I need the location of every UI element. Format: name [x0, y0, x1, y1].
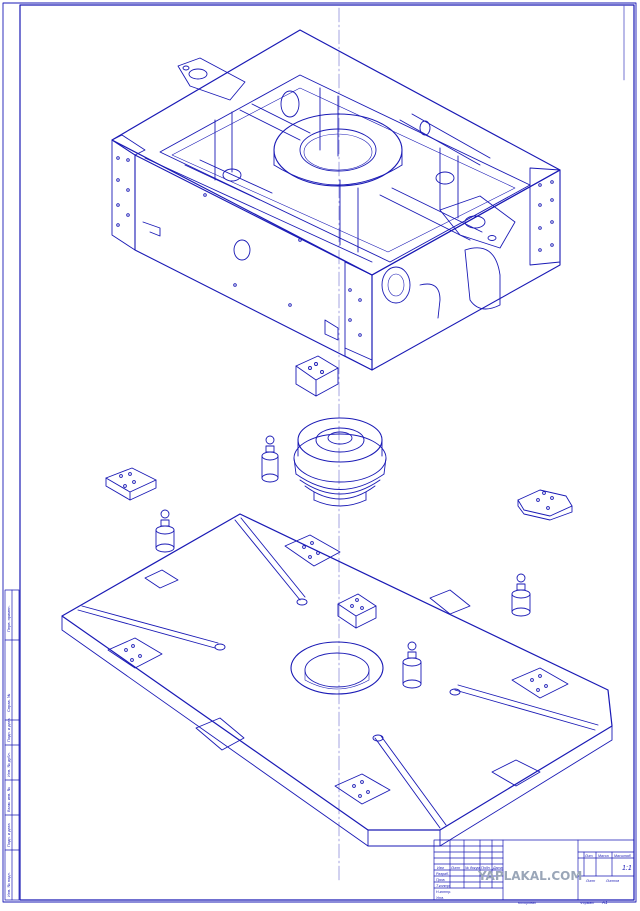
- header-label-date: Дата: [492, 866, 502, 870]
- side-label-5: Взам. инв. №: [6, 787, 11, 812]
- scale-value: 1:1: [622, 865, 632, 872]
- mass-label: Масса: [598, 854, 609, 858]
- triangle-bracket-upper: [295, 355, 339, 397]
- title-block-labels: Изм Лист № докум. Подп. Дата Разраб. Про…: [436, 854, 632, 905]
- format-value: A1: [601, 900, 608, 905]
- copied-label: Копировал: [518, 901, 536, 905]
- role-label-check: Пров.: [436, 878, 445, 882]
- side-label-7: Инв. № подл.: [6, 872, 11, 897]
- sheet-label: Лист: [585, 879, 595, 883]
- side-label-6: Подп. и дата: [6, 823, 11, 847]
- scale-label: Масштаб: [614, 854, 632, 858]
- header-label-sign: Подп.: [481, 866, 491, 870]
- bearing-hub: [293, 417, 387, 507]
- side-stamp-frame: [4, 589, 20, 901]
- side-label-2: Справ. №: [6, 694, 11, 712]
- header-label-doc: № докум.: [465, 866, 481, 870]
- sheets-label: Листов: [605, 879, 619, 883]
- mounting-pad-left: [105, 467, 157, 501]
- side-label-4: Инв. № дубл.: [6, 752, 11, 777]
- role-label-develop: Разраб.: [436, 872, 449, 876]
- triangle-bracket-middle: [337, 593, 377, 629]
- locating-pin-4: [402, 641, 422, 689]
- role-label-approve: Утв.: [436, 896, 444, 900]
- lit-label: Лит.: [584, 854, 593, 858]
- side-stamp-labels: Перв. примен. Справ. № Подп. и дата Инв.…: [6, 605, 11, 897]
- header-label-izm: Изм: [437, 866, 444, 870]
- locating-pin-3: [511, 573, 531, 617]
- format-label: Формат: [580, 901, 594, 905]
- mounting-pad-right: [517, 489, 573, 521]
- locating-pin-1: [261, 435, 279, 483]
- side-label-1: Перв. примен.: [6, 605, 11, 632]
- header-label-list: Лист: [450, 866, 460, 870]
- watermark-text: YAPLAKAL.COM: [477, 869, 582, 883]
- role-label-ncontrol: Н.контр.: [436, 890, 451, 894]
- title-block-frame: [433, 839, 635, 901]
- upper-frame-housing: [111, 29, 561, 371]
- side-label-3: Подп. и дата: [6, 718, 11, 742]
- inner-frame: [19, 4, 635, 901]
- locating-pin-2: [155, 509, 175, 553]
- base-plate: [61, 513, 613, 847]
- role-label-tcontrol: Т.контр.: [436, 884, 451, 888]
